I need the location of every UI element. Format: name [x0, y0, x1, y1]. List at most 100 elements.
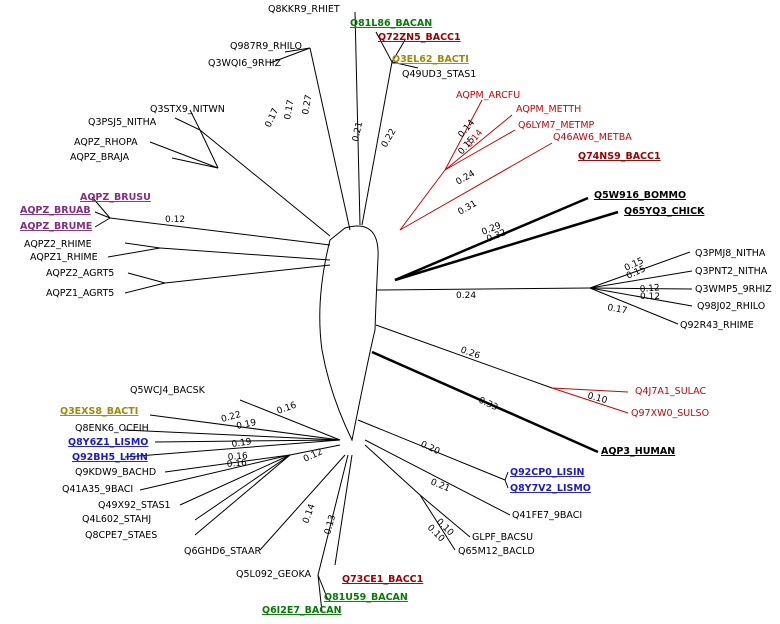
branch	[149, 141, 219, 169]
branch	[289, 444, 341, 456]
branch-length-label: 0.26	[459, 345, 482, 361]
branch-length-label: 0.19	[236, 418, 258, 432]
leaf-label: Q4L602_STAHJ	[82, 514, 151, 525]
branch	[551, 387, 629, 393]
branch	[194, 454, 291, 521]
branch	[124, 439, 341, 458]
leaf-label: AQP3_HUMAN	[601, 446, 675, 457]
branch	[199, 129, 219, 169]
branch-length-label: 0.12	[165, 215, 185, 225]
leaf-label: Q5WCJ4_BACSK	[130, 385, 206, 396]
branch	[179, 454, 291, 506]
leaf-label: Q3PMJ8_NITHA	[695, 248, 766, 259]
leaf-label: Q97XW0_SULSO	[631, 408, 709, 419]
branch	[375, 324, 553, 389]
leaf-label: Q5L092_GEOKA	[236, 569, 312, 580]
branch	[394, 210, 619, 282]
leaf-label: Q8Y7V2_LISMO	[510, 483, 591, 494]
branch	[154, 439, 341, 443]
branch	[94, 211, 111, 219]
leaf-label: Q3WQI6_9RHIZ	[208, 58, 282, 69]
leaf-label: Q8Y6Z1_LISMO	[68, 437, 148, 448]
leaf-label: Q3PNT2_NITHA	[695, 266, 768, 277]
branch	[309, 47, 351, 231]
branch	[317, 574, 329, 601]
branch-length-label: 0.31	[457, 199, 479, 218]
leaf-label: Q8ENK6_OCEIH	[75, 423, 149, 434]
branch-length-label: 0.10	[586, 391, 608, 406]
leaf-label: Q81L86_BACAN	[350, 18, 432, 29]
branch	[399, 142, 553, 231]
leaf-label: AQPZ1_RHIME	[30, 252, 98, 263]
branch	[149, 414, 341, 441]
leaf-label: Q8KKR9_RHIET	[268, 4, 340, 15]
leaf-label: AQPM_ARCFU	[456, 90, 520, 101]
branch-length-label: 0.24	[455, 169, 478, 188]
branch	[419, 494, 471, 538]
branch	[444, 114, 513, 171]
branch	[284, 47, 311, 53]
branch	[504, 479, 509, 489]
leaf-label: Q46AW6_METBA	[553, 132, 632, 143]
branch	[375, 31, 393, 63]
tree-branches	[91, 11, 693, 613]
branch	[199, 129, 331, 237]
leaf-label: Q72ZN5_BACC1	[378, 32, 461, 43]
branch	[589, 270, 693, 289]
leaf-label: Q41A35_9BACI	[62, 484, 133, 495]
branch	[357, 419, 506, 481]
branch	[364, 439, 511, 516]
branch	[419, 494, 456, 551]
branch	[189, 109, 201, 131]
leaf-label: Q49UD3_STAS1	[402, 69, 476, 80]
branch-length-label: 0.17	[283, 99, 296, 120]
branch	[317, 574, 323, 613]
branch	[109, 217, 331, 246]
branch	[391, 39, 406, 63]
branch	[399, 169, 446, 231]
branch	[124, 282, 166, 294]
branch-length-label: 0.24	[456, 291, 476, 301]
branch	[91, 196, 111, 219]
branch-length-label: 0.33	[477, 396, 499, 414]
branch	[589, 251, 691, 289]
branch	[139, 454, 291, 491]
branch-length-label: 0.21	[351, 121, 365, 143]
branch-length-label: 0.17	[264, 107, 282, 129]
branch	[444, 129, 516, 171]
leaf-label: Q4J7A1_SULAC	[635, 386, 706, 397]
branch-length-label: 0.16	[276, 400, 299, 416]
branch	[194, 454, 291, 536]
leaf-label: AQPZ_BRAJA	[70, 152, 130, 163]
branch	[171, 157, 219, 169]
branch	[94, 217, 111, 228]
root-arc	[319, 225, 379, 442]
branch	[589, 287, 679, 325]
branch	[127, 272, 166, 284]
leaf-label: AQPZ2_RHIME	[24, 239, 92, 250]
branch-length-label: 0.19	[231, 437, 253, 450]
branch-length-label: 0.12	[639, 283, 660, 295]
leaf-label: AQPZ1_AGRT5	[46, 288, 114, 299]
branch	[551, 387, 629, 414]
leaf-label: Q3PSJ5_NITHA	[88, 117, 157, 128]
branch-length-label: 0.27	[301, 94, 314, 115]
branch-length-label: 0.12	[640, 292, 660, 302]
branch	[394, 196, 589, 282]
leaf-labels: Q8KKR9_RHIETQ81L86_BACANQ72ZN5_BACC1Q3EL…	[20, 4, 772, 616]
leaf-label: Q98J02_RHILO	[697, 301, 765, 312]
leaf-label: Q92CP0_LISIN	[510, 467, 585, 478]
leaf-label: Q74NS9_BACC1	[578, 151, 661, 162]
branch	[164, 264, 331, 284]
branch-length-label: 0.16	[227, 451, 248, 463]
branch-length-label: 0.14	[301, 503, 317, 526]
leaf-label: AQPM_METTH	[516, 104, 581, 115]
leaf-label: AQPZ_RHOPA	[74, 137, 138, 148]
leaf-label: AQPZ2_AGRT5	[46, 268, 114, 279]
branch	[504, 471, 509, 481]
branch-length-label: 0.22	[380, 127, 399, 149]
leaf-label: Q92BH5_LISIN	[72, 452, 148, 463]
branch	[164, 454, 291, 473]
leaf-label: Q3WMP5_9RHIZ	[695, 284, 772, 295]
